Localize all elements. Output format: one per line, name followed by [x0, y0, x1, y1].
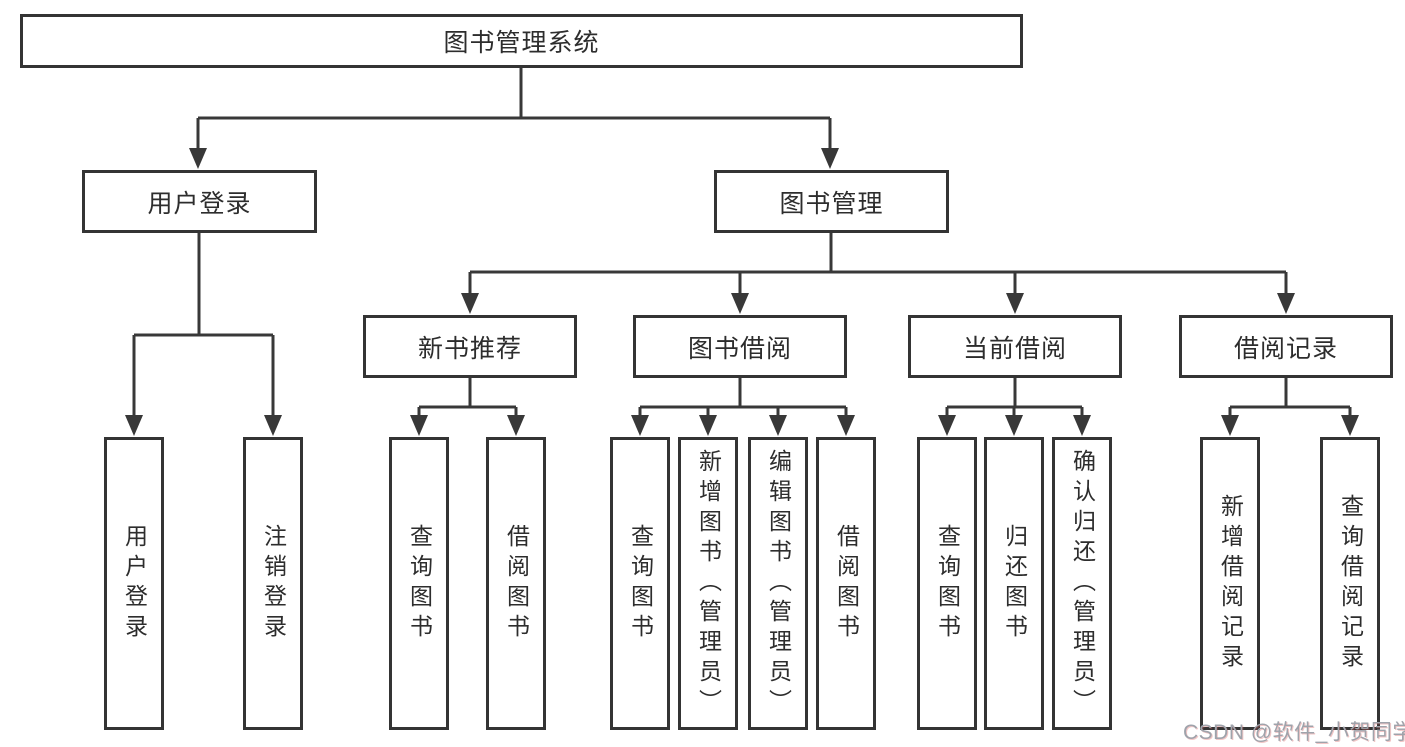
leaf-borrow-books: 借阅图书	[816, 437, 876, 730]
node-label: 图书管理	[779, 189, 884, 218]
leaf-add-borrow-record: 新增借阅记录	[1200, 437, 1260, 730]
leaf-label: 编辑图书（管理员）	[765, 448, 792, 719]
connector-paths	[132, 68, 1352, 418]
node-book-management: 图书管理	[714, 170, 949, 233]
leaf-label: 查询借阅记录	[1337, 493, 1364, 674]
leaf-confirm-return-admin: 确认归还（管理员）	[1052, 437, 1112, 730]
node-library-system: 图书管理系统	[20, 14, 1023, 68]
leaf-label: 确认归还（管理员）	[1069, 448, 1096, 719]
node-user-login: 用户登录	[82, 170, 317, 233]
leaf-label: 归还图书	[1001, 523, 1028, 644]
leaf-query-books-recommend: 查询图书	[389, 437, 449, 730]
leaf-label: 用户登录	[121, 523, 148, 644]
node-label: 图书管理系统	[443, 29, 600, 57]
leaf-label: 查询图书	[627, 523, 654, 644]
node-borrow-records: 借阅记录	[1179, 315, 1393, 378]
node-current-borrow: 当前借阅	[908, 315, 1122, 378]
node-label: 用户登录	[147, 189, 252, 218]
node-label: 当前借阅	[962, 334, 1067, 363]
leaf-query-books-current: 查询图书	[917, 437, 977, 730]
node-label: 图书借阅	[687, 334, 792, 363]
leaf-query-borrow-record: 查询借阅记录	[1320, 437, 1380, 730]
node-new-book-recommend: 新书推荐	[363, 315, 577, 378]
leaf-add-book-admin: 新增图书（管理员）	[678, 437, 738, 730]
arrow-heads	[125, 148, 1359, 436]
leaf-label: 新增借阅记录	[1217, 493, 1244, 674]
leaf-label: 查询图书	[934, 523, 961, 644]
leaf-label: 借阅图书	[833, 523, 860, 644]
leaf-label: 查询图书	[406, 523, 433, 644]
leaf-label: 新增图书（管理员）	[695, 448, 722, 719]
node-label: 借阅记录	[1233, 334, 1338, 363]
watermark: CSDN @软件_小贺同学	[1183, 721, 1405, 744]
leaf-logout: 注销登录	[243, 437, 303, 730]
leaf-borrow-books-recommend: 借阅图书	[486, 437, 546, 730]
node-label: 新书推荐	[417, 334, 522, 363]
leaf-query-books-borrow: 查询图书	[610, 437, 670, 730]
leaf-label: 注销登录	[260, 523, 287, 644]
node-book-borrow: 图书借阅	[633, 315, 847, 378]
leaf-return-book: 归还图书	[984, 437, 1044, 730]
leaf-edit-book-admin: 编辑图书（管理员）	[748, 437, 808, 730]
leaf-user-login: 用户登录	[104, 437, 164, 730]
leaf-label: 借阅图书	[503, 523, 530, 644]
